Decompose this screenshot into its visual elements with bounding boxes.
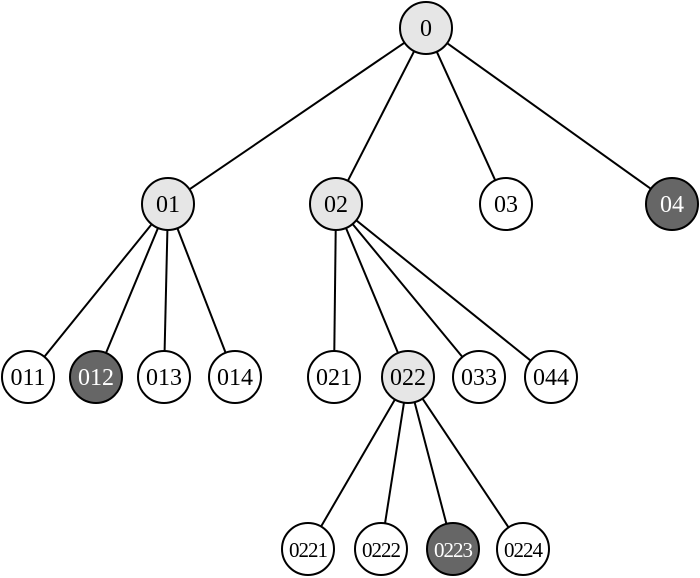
edge-0-04 (446, 42, 652, 190)
tree-node-04: 04 (645, 177, 699, 231)
tree-node-0223: 0223 (426, 522, 480, 576)
node-circle-01 (141, 177, 195, 231)
node-label-014: 014 (217, 365, 253, 391)
tree-node-0: 0 (399, 1, 453, 55)
edge-0-01 (188, 41, 406, 191)
tree-node-013: 013 (137, 350, 191, 404)
edge-01-013 (163, 229, 169, 352)
tree-node-021: 021 (307, 350, 361, 404)
node-label-021: 021 (316, 365, 352, 391)
node-label-0224: 0224 (504, 538, 544, 562)
tree-node-014: 014 (208, 350, 262, 404)
node-circle-0221 (281, 522, 335, 576)
tree-node-0222: 0222 (354, 522, 408, 576)
node-label-04: 04 (660, 192, 684, 218)
edge-022-0224 (421, 398, 510, 528)
node-circle-011 (1, 350, 55, 404)
node-circle-0222 (354, 522, 408, 576)
node-label-01: 01 (156, 192, 180, 218)
edge-01-014 (176, 227, 227, 354)
edge-02-044 (355, 219, 532, 362)
edge-0-03 (435, 51, 497, 181)
tree-node-0224: 0224 (496, 522, 550, 576)
node-circle-044 (524, 350, 578, 404)
tree-node-02: 02 (309, 177, 363, 231)
tree-node-0221: 0221 (281, 522, 335, 576)
node-label-011: 011 (10, 365, 45, 391)
edge-01-012 (105, 227, 159, 354)
node-circle-03 (479, 177, 533, 231)
node-circle-022 (381, 350, 435, 404)
node-circle-04 (645, 177, 699, 231)
node-circle-0223 (426, 522, 480, 576)
tree-node-012: 012 (69, 350, 123, 404)
node-label-0222: 0222 (362, 538, 401, 562)
node-circle-013 (137, 350, 191, 404)
tree-node-03: 03 (479, 177, 533, 231)
node-circle-02 (309, 177, 363, 231)
tree-node-011: 011 (1, 350, 55, 404)
node-label-0221: 0221 (289, 538, 328, 562)
node-circle-012 (69, 350, 123, 404)
edge-02-021 (333, 229, 337, 352)
node-label-02: 02 (324, 192, 348, 218)
edge-022-0221 (320, 398, 396, 528)
node-circle-0224 (496, 522, 550, 576)
node-label-0223: 0223 (434, 538, 473, 562)
tree-node-022: 022 (381, 350, 435, 404)
node-label-0: 0 (420, 16, 432, 42)
edge-022-0222 (384, 402, 405, 524)
node-label-012: 012 (78, 365, 114, 391)
tree-node-033: 033 (452, 350, 506, 404)
tree-node-044: 044 (524, 350, 578, 404)
edge-01-011 (43, 223, 153, 358)
node-circle-021 (307, 350, 361, 404)
node-label-033: 033 (461, 365, 497, 391)
node-label-022: 022 (390, 365, 426, 391)
edge-02-033 (351, 223, 464, 358)
node-label-013: 013 (146, 365, 182, 391)
node-label-03: 03 (494, 192, 518, 218)
node-circle-033 (452, 350, 506, 404)
tree-edges (43, 41, 652, 528)
edge-022-0223 (413, 401, 448, 525)
node-circle-014 (208, 350, 262, 404)
node-circle-0 (399, 1, 453, 55)
edge-0-02 (346, 50, 416, 182)
edge-02-022 (345, 227, 399, 354)
node-label-044: 044 (533, 365, 569, 391)
tree-node-01: 01 (141, 177, 195, 231)
